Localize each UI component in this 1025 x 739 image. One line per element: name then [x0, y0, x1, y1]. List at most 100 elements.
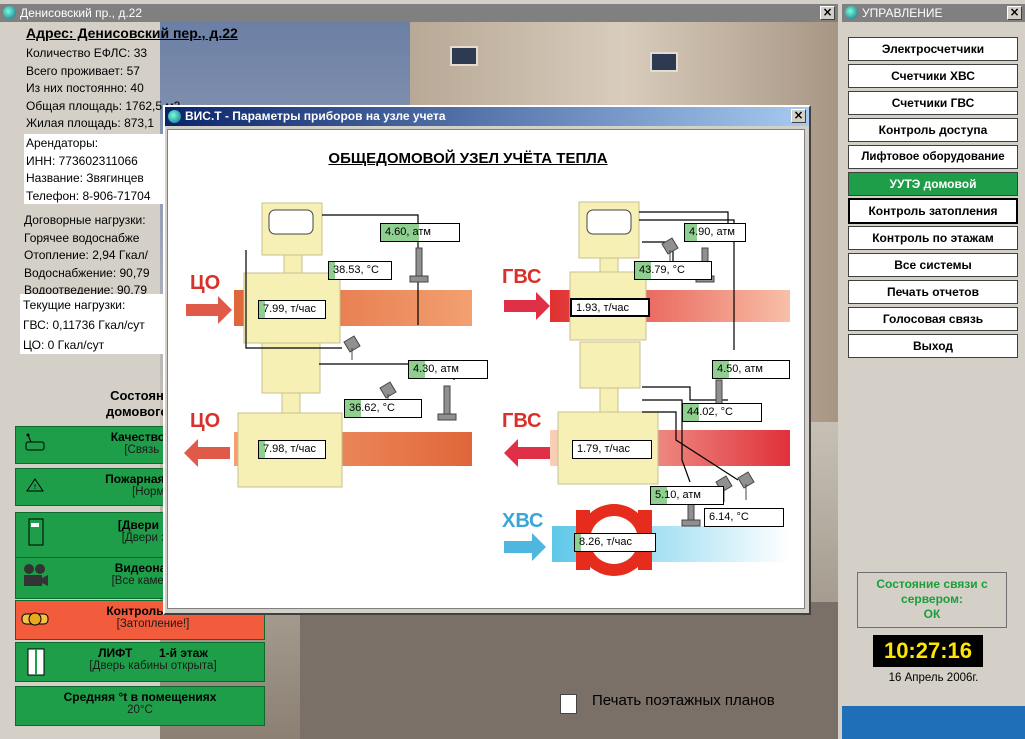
hvs-in-arrow — [504, 533, 546, 561]
right-window-title: УПРАВЛЕНИЕ — [862, 6, 943, 20]
load-line: Горячее водоснабже — [24, 230, 140, 245]
current-loads-box — [20, 294, 170, 354]
co-return-flow: 7.98, т/час — [258, 440, 326, 459]
hvs-pressure: 5.10, атм — [650, 486, 724, 505]
tenant-line: Название: Звягинцев — [26, 171, 144, 185]
reading-value: 6.14, °C — [709, 511, 749, 523]
dialog-titlebar: ВИС.Т - Параметры приборов на узле учета… — [165, 107, 809, 126]
video-camera-icon — [20, 562, 50, 588]
stat-line: Количество ЕФЛС: 33 — [26, 46, 148, 60]
svg-text:!: ! — [34, 483, 37, 491]
globe-icon — [3, 6, 16, 19]
current-load-line: Текущие нагрузки: — [23, 298, 126, 312]
date-display: 16 Апрель 2006г. — [888, 672, 979, 684]
gvs-supply-label: ГВС — [502, 266, 542, 288]
valve-icon — [20, 605, 50, 631]
current-loads: Текущие нагрузки: ГВС: 0,11736 Гкал/сут … — [23, 295, 145, 355]
gvs-in-arrow — [504, 292, 550, 320]
current-load-line: ЦО: 0 Гкал/сут — [23, 338, 105, 352]
building-window — [650, 52, 678, 72]
reading-value: 1.79, т/час — [577, 443, 630, 455]
nav-hot-water-meters[interactable]: Счетчики ГВС — [848, 91, 1018, 115]
network-icon — [20, 431, 50, 457]
stat-line: Жилая площадь: 873,1 — [26, 116, 155, 130]
gvs-out-arrow — [504, 439, 550, 467]
door-icon — [20, 517, 50, 546]
load-line: Договорные нагрузки: — [24, 213, 146, 227]
nav-heat-metering-node[interactable]: УУТЭ домовой — [848, 172, 1018, 196]
system-title: ЛИФТ 1-й этаж — [98, 646, 208, 660]
tenants-box — [24, 134, 174, 204]
stat-line: Всего проживает: 57 — [26, 63, 140, 78]
server-connection-status: Состояние связи с сервером: ОК — [857, 572, 1007, 628]
reading-value: 38.53, °C — [333, 264, 379, 276]
gvs-return-temperature: 44.02, °C — [682, 403, 762, 422]
reading-value: 1.93, т/час — [576, 302, 629, 314]
system-status: 20°C — [127, 704, 153, 716]
nav-elevator-equipment[interactable]: Лифтовое оборудование — [848, 145, 1018, 169]
load-line: Водоотведение: 90,79 — [24, 283, 148, 297]
nav-floor-control[interactable]: Контроль по этажам — [848, 226, 1018, 250]
building-window — [450, 46, 478, 66]
nav-flood-control[interactable]: Контроль затопления — [848, 198, 1018, 224]
gvs-supply-flow: 1.93, т/час — [570, 298, 650, 317]
nav-exit[interactable]: Выход — [848, 334, 1018, 358]
load-line: Отопление: 2,94 Гкал/ — [24, 248, 148, 262]
nav-all-systems[interactable]: Все системы — [848, 253, 1018, 277]
left-window-close-button[interactable]: × — [820, 6, 835, 20]
nav-access-control[interactable]: Контроль доступа — [848, 118, 1018, 142]
dialog-close-button[interactable]: × — [791, 109, 806, 123]
load-line: Водоснабжение: 90,79 — [24, 265, 150, 280]
bottom-strip — [842, 706, 1025, 739]
hvs-temperature: 6.14, °C — [704, 508, 784, 527]
co-supply-flow: 7.99, т/час — [258, 300, 326, 319]
left-window-title: Денисовский пр., д.22 — [20, 6, 143, 20]
co-supply-label: ЦО — [190, 272, 221, 294]
reading-value: 4.90, атм — [689, 226, 735, 238]
right-window-close-button[interactable]: × — [1007, 6, 1022, 20]
contract-loads: Договорные нагрузки: Горячее водоснабже … — [24, 212, 150, 300]
fire-alarm-icon: ! — [20, 473, 50, 499]
gvs-supply-temperature: 43.79, °C — [634, 261, 712, 280]
reading-value: 44.02, °C — [687, 406, 733, 418]
reading-value: 4.50, атм — [717, 363, 763, 375]
building-ground — [300, 602, 838, 739]
gvs-supply-pressure: 4.90, атм — [684, 223, 746, 242]
tenant-line: Телефон: 8-906-71704 — [26, 188, 151, 203]
nav-print-reports[interactable]: Печать отчетов — [848, 280, 1018, 304]
co-return-pressure: 4.30, атм — [408, 360, 488, 379]
conn-status-line: Состояние связи с — [876, 577, 988, 591]
system-avg-temperature[interactable]: Средняя °t в помещениях 20°C — [15, 686, 265, 726]
tenant-line: Арендаторы: — [26, 136, 99, 150]
co-in-arrow — [186, 296, 232, 324]
gvs-return-label: ГВС — [502, 410, 542, 432]
reading-value: 8.26, т/час — [579, 536, 632, 548]
globe-icon — [168, 110, 181, 123]
co-supply-pressure: 4.60, атм — [380, 223, 460, 242]
conn-status-line: ОК — [923, 607, 941, 621]
dialog-title: ВИС.Т - Параметры приборов на узле учета — [185, 109, 446, 123]
right-window-titlebar: УПРАВЛЕНИЕ × — [842, 4, 1025, 22]
nav-voice-communication[interactable]: Голосовая связь — [848, 307, 1018, 331]
reading-value: 36.62, °C — [349, 402, 395, 414]
gvs-return-pressure: 4.50, атм — [712, 360, 790, 379]
globe-icon — [845, 6, 858, 19]
hvs-label: ХВС — [502, 510, 544, 532]
system-status: [Дверь кабины открыта] — [89, 660, 217, 672]
reading-value: 7.99, т/час — [263, 303, 316, 315]
hvs-flow: 8.26, т/час — [574, 533, 656, 552]
nav-cold-water-meters[interactable]: Счетчики ХВС — [848, 64, 1018, 88]
reading-value: 4.30, атм — [413, 363, 459, 375]
document-icon — [560, 694, 577, 714]
building-stats: Количество ЕФЛС: 33 Всего проживает: 57 … — [26, 45, 180, 133]
reading-value: 43.79, °C — [639, 264, 685, 276]
elevator-door-icon — [20, 647, 50, 676]
reading-value: 7.98, т/час — [263, 443, 316, 455]
reading-value: 4.60, атм — [385, 226, 431, 238]
nav-electricity-meters[interactable]: Электросчетчики — [848, 37, 1018, 61]
conn-status-line: сервером: — [901, 592, 963, 606]
co-supply-temperature: 38.53, °C — [328, 261, 392, 280]
meter-parameters-dialog: ВИС.Т - Параметры приборов на узле учета… — [163, 105, 811, 615]
system-elevator[interactable]: ЛИФТ 1-й этаж [Дверь кабины открыта] — [15, 642, 265, 682]
print-floor-plans-link[interactable]: Печать поэтажных планов — [560, 692, 775, 714]
